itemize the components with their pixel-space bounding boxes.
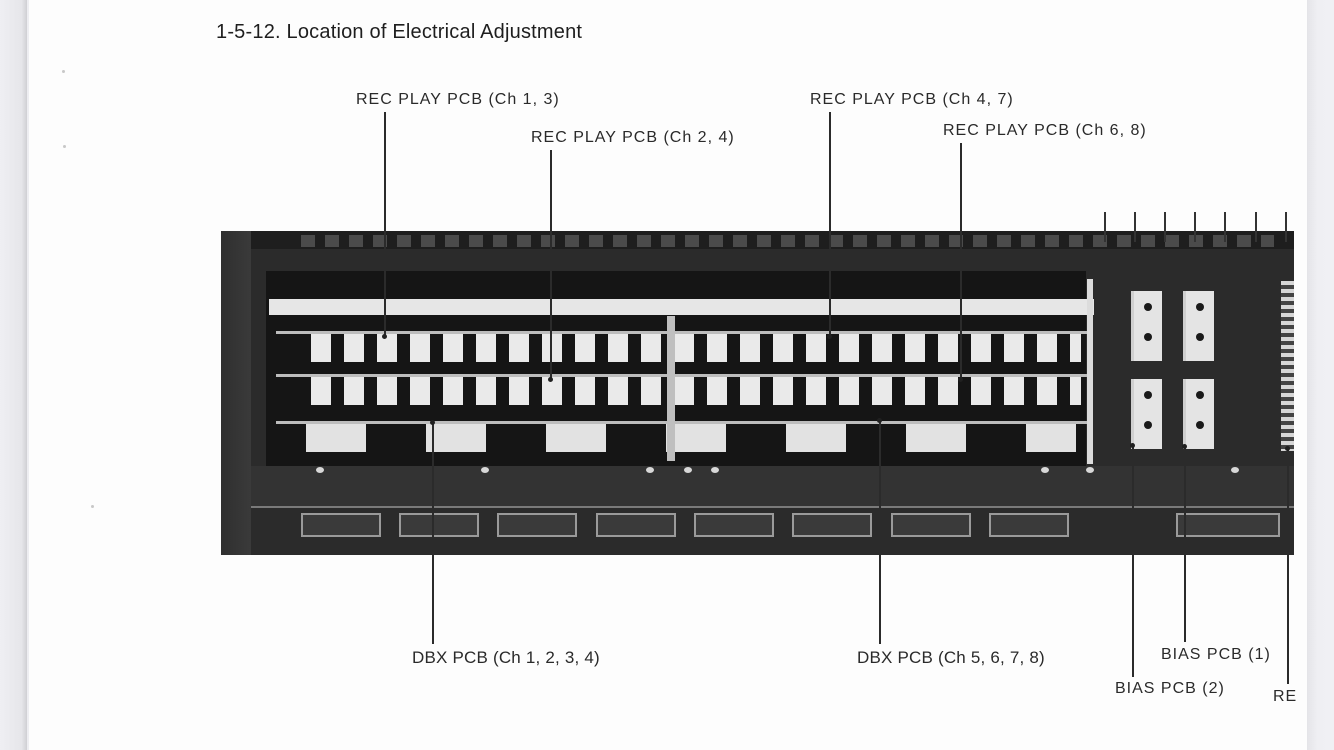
bias-pcb-1-module-top xyxy=(1183,291,1214,361)
callout-rec-play-ch1-3: REC PLAY PCB (Ch 1, 3) xyxy=(356,91,560,108)
leader-line-bias-pcb-2 xyxy=(1130,443,1135,677)
connector xyxy=(399,513,479,537)
rec-play-board-edge-lower xyxy=(276,374,1091,377)
chassis-pin xyxy=(1224,212,1226,242)
leader-line-rec-play-ch6-8 xyxy=(958,143,963,382)
chassis-left-edge xyxy=(221,231,251,555)
leader-line-bias-pcb-1 xyxy=(1182,444,1187,642)
pcb-rack-photo xyxy=(221,231,1294,555)
chassis-pin xyxy=(1255,212,1257,242)
chassis-pin xyxy=(1134,212,1136,242)
leader-dot xyxy=(827,334,832,339)
leader-dot xyxy=(548,377,553,382)
connector xyxy=(1176,513,1280,537)
connector xyxy=(301,513,381,537)
bias-pcb-2-module-top xyxy=(1131,291,1162,361)
scan-speck xyxy=(62,70,65,73)
leader-line-re-truncated xyxy=(1285,446,1290,684)
callout-bias-pcb-1: BIAS PCB (1) xyxy=(1161,646,1271,663)
screw xyxy=(711,467,719,473)
right-card-guide xyxy=(1087,279,1093,464)
screw xyxy=(316,467,324,473)
trimmer-row-lower xyxy=(311,377,1081,405)
trimmer-row-upper xyxy=(311,334,1081,362)
screw xyxy=(481,467,489,473)
chassis-lower-band xyxy=(251,466,1294,508)
scan-speck xyxy=(91,505,94,508)
leader-line-rec-play-ch1-3 xyxy=(382,112,387,339)
leader-line-dbx-ch5-8 xyxy=(877,418,882,644)
leader-dot xyxy=(382,334,387,339)
bias-pcb-2-module-bottom xyxy=(1131,379,1162,449)
card-guide-teeth xyxy=(301,235,1274,247)
callout-rec-play-ch4-7: REC PLAY PCB (Ch 4, 7) xyxy=(810,91,1014,108)
chassis-pin xyxy=(1285,212,1287,242)
connector xyxy=(792,513,872,537)
callout-rec-play-ch6-8: REC PLAY PCB (Ch 6, 8) xyxy=(943,122,1147,139)
leader-dot xyxy=(877,418,882,423)
callout-dbx-ch1-4: DBX PCB (Ch 1, 2, 3, 4) xyxy=(412,648,600,667)
connector xyxy=(694,513,774,537)
leader-line-rec-play-ch2-4 xyxy=(548,150,553,382)
connector xyxy=(497,513,577,537)
callout-bias-pcb-2: BIAS PCB (2) xyxy=(1115,680,1225,697)
chassis-pin xyxy=(1104,212,1106,242)
leader-dot xyxy=(1182,444,1187,449)
document-page: 1-5-12. Location of Electrical Adjustmen… xyxy=(29,0,1307,750)
chassis-pin xyxy=(1194,212,1196,242)
callout-rec-play-ch2-4: REC PLAY PCB (Ch 2, 4) xyxy=(531,129,735,146)
viewer-right-margin xyxy=(1307,0,1334,750)
leader-dot xyxy=(958,377,963,382)
section-title: 1-5-12. Location of Electrical Adjustmen… xyxy=(216,21,583,43)
chassis-pin xyxy=(1164,212,1166,242)
screw xyxy=(1041,467,1049,473)
viewer-left-margin xyxy=(0,0,27,750)
scan-speck xyxy=(63,145,66,148)
screw xyxy=(646,467,654,473)
screw xyxy=(1086,467,1094,473)
leader-dot xyxy=(1285,446,1290,451)
connector xyxy=(891,513,971,537)
callout-re-truncated: RE xyxy=(1273,688,1298,705)
screw xyxy=(684,467,692,473)
leader-dot xyxy=(1130,443,1135,448)
screw xyxy=(1231,467,1239,473)
callout-dbx-ch5-8: DBX PCB (Ch 5, 6, 7, 8) xyxy=(857,648,1045,667)
rec-play-board-edge-upper xyxy=(276,331,1091,334)
leader-line-rec-play-ch4-7 xyxy=(827,112,832,339)
leader-line-dbx-ch1-4 xyxy=(430,420,435,644)
card-retainer-bar xyxy=(269,299,1094,315)
connector xyxy=(989,513,1069,537)
leader-dot xyxy=(430,420,435,425)
right-edge-board xyxy=(1281,281,1294,451)
trimmer-row-dbx xyxy=(306,424,1076,452)
connector xyxy=(596,513,676,537)
center-card-guide xyxy=(667,316,675,461)
bias-pcb-1-module-bottom xyxy=(1183,379,1214,449)
dbx-board-edge xyxy=(276,421,1091,424)
